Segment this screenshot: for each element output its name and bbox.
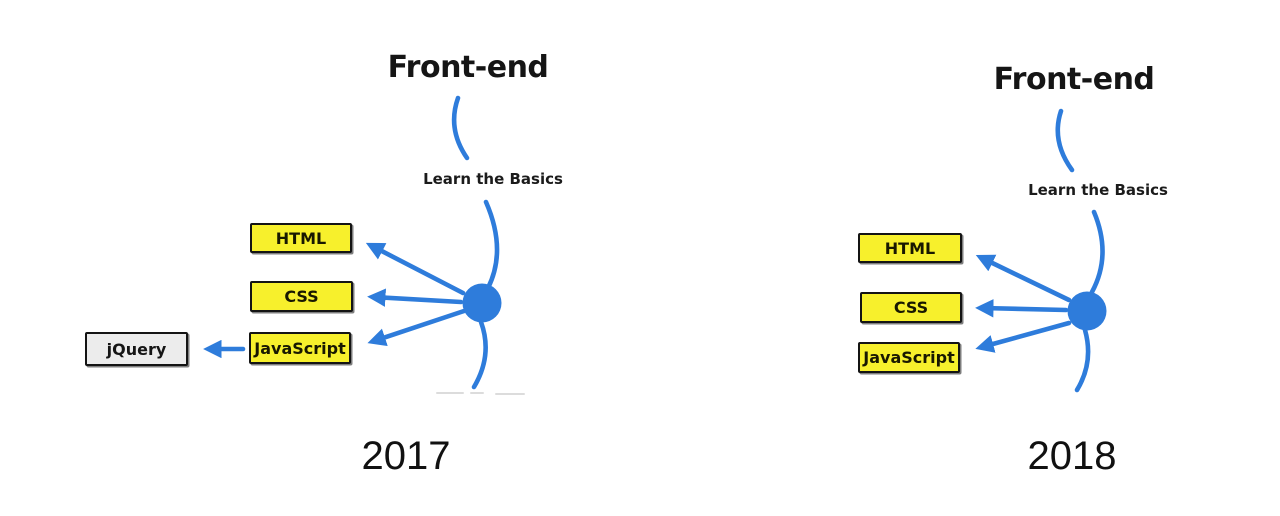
topic-box-css-2018: CSS [860,292,962,323]
cropped-text-remnant [495,393,525,395]
connector-curve-top-2018 [1055,108,1075,173]
topic-node-2018 [1067,291,1107,331]
topic-box-javascript-2017: JavaScript [249,332,351,364]
arrow-to-javascript-2017 [367,308,467,347]
topic-node-2017 [462,283,502,323]
topic-box-label: HTML [884,238,936,258]
arrow-to-css-2018 [975,299,1069,318]
arrow-to-html-2017 [365,242,466,296]
diagram-title-2017: Front-end [387,50,549,85]
connector-curve-mid-2017 [483,199,500,291]
cropped-text-remnant [470,392,484,394]
connector-curve-bottom-2017 [471,319,488,390]
topic-box-javascript-2018: JavaScript [858,342,960,373]
topic-box-html-2017: HTML [250,223,352,253]
arrow-to-javascript-2018 [975,320,1072,353]
subtitle-learn-the-basics-2018: Learn the Basics [1028,181,1168,199]
topic-box-label: CSS [893,298,929,317]
topic-box-label: JavaScript [254,338,346,358]
arrow-to-css-2017 [367,288,464,307]
connector-curve-bottom-2018 [1074,327,1091,393]
subtitle-learn-the-basics-2017: Learn the Basics [423,170,563,188]
topic-box-jquery-2017: jQuery [85,332,188,366]
topic-box-html-2018: HTML [858,233,962,263]
topic-box-label: JavaScript [863,348,955,367]
cropped-text-remnant [436,392,464,394]
topic-box-label: CSS [284,287,319,306]
topic-box-css-2017: CSS [250,281,353,312]
topic-box-label: jQuery [106,339,167,359]
connector-curve-mid-2018 [1089,209,1105,295]
year-label-2017: 2017 [361,434,451,478]
topic-box-label: HTML [275,228,327,248]
year-label-2018: 2018 [1027,434,1117,478]
diagram-title-2018: Front-end [993,62,1155,97]
connector-curve-top-2017 [451,95,470,161]
arrow-to-html-2018 [975,254,1072,303]
